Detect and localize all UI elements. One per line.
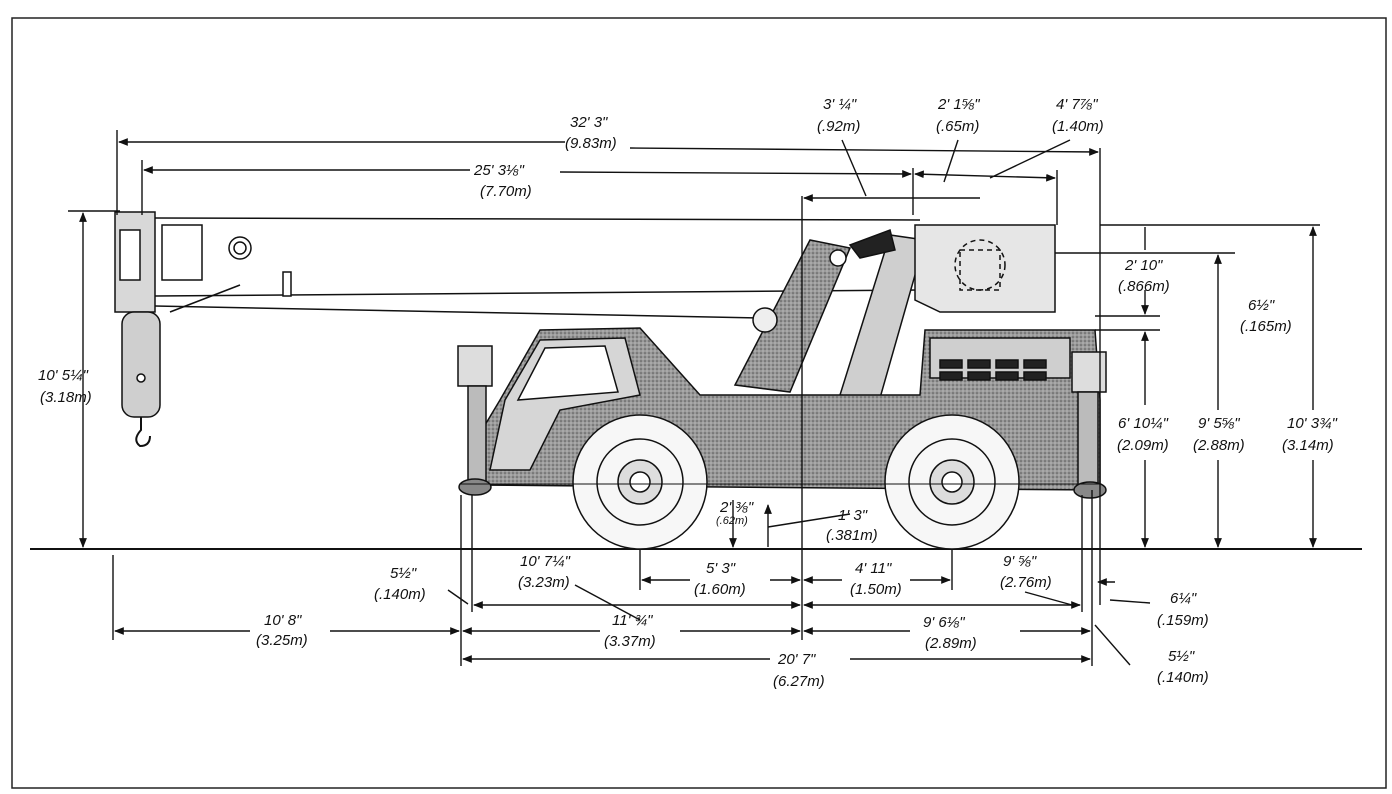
boom-pivot-imperial: 3' ¼" xyxy=(823,96,857,113)
boom-length-imperial: 25' 3⅛" xyxy=(473,162,525,179)
overall-length-imperial: 32' 3" xyxy=(570,114,608,131)
center-clearance-imperial: 1' 3" xyxy=(838,507,868,524)
overall-base-metric: (6.27m) xyxy=(773,673,825,690)
center-clearance-metric: (.381m) xyxy=(826,527,878,544)
rear-outrigger-offset-top-imperial: 6¼" xyxy=(1170,590,1197,607)
hook-block xyxy=(121,311,161,448)
boom-head-height-metric: (3.18m) xyxy=(40,389,92,406)
deck-gap-metric: (.165m) xyxy=(1240,318,1292,335)
rear-outrigger-offset-bottom-imperial: 5½" xyxy=(1168,648,1195,665)
axle-clearance-metric: (.62m) xyxy=(716,515,748,527)
front-outrigger-offset-metric: (.140m) xyxy=(374,586,426,603)
axle-clearance-imperial: 2' ⅜" xyxy=(719,499,754,516)
cab-height-imperial: 9' 5⅝" xyxy=(1198,415,1240,432)
counterweight xyxy=(914,224,1056,313)
deck-height-imperial: 6' 10¼" xyxy=(1118,415,1169,432)
front-outrigger-center-imperial: 11' ¾" xyxy=(612,612,653,629)
center-rear-imperial: 9' ⅝" xyxy=(1003,553,1037,570)
boom-head-height-imperial: 10' 5¼" xyxy=(38,367,89,384)
crane-illustration xyxy=(114,211,1107,550)
boom-overhang-imperial: 10' 8" xyxy=(264,612,302,629)
overall-base-imperial: 20' 7" xyxy=(777,651,816,668)
front-wheel-center-imperial: 5' 3" xyxy=(706,560,736,577)
front-outrigger xyxy=(457,345,493,496)
luffing-cylinder xyxy=(733,229,926,399)
cab-height-metric: (2.88m) xyxy=(1193,437,1245,454)
counterweight-height-metric: (.866m) xyxy=(1118,278,1170,295)
center-rear-outrigger-imperial: 9' 6⅛" xyxy=(923,614,965,631)
dimension-labels: 32' 3" (9.83m) 25' 3⅛" (7.70m) 3' ¼" (.9… xyxy=(38,96,1338,690)
rear-overhang-imperial: 4' 7⅞" xyxy=(1056,96,1098,113)
front-center-metric: (3.23m) xyxy=(518,574,570,591)
diagram-border xyxy=(11,17,1387,789)
boom-pivot-metric: (.92m) xyxy=(817,118,860,135)
rear-overhang-metric: (1.40m) xyxy=(1052,118,1104,135)
center-rear-outrigger-metric: (2.89m) xyxy=(925,635,977,652)
counterweight-height-imperial: 2' 10" xyxy=(1124,257,1163,274)
dimension-lines xyxy=(68,130,1320,666)
rear-wheel xyxy=(884,414,1020,550)
cab-top-metric: (.65m) xyxy=(936,118,979,135)
center-rear-wheel-imperial: 4' 11" xyxy=(855,560,892,577)
overall-length-metric: (9.83m) xyxy=(565,135,617,152)
front-outrigger-center-metric: (3.37m) xyxy=(604,633,656,650)
front-wheel-center-metric: (1.60m) xyxy=(694,581,746,598)
front-outrigger-offset-imperial: 5½" xyxy=(390,565,417,582)
rear-outrigger-offset-top-metric: (.159m) xyxy=(1157,612,1209,629)
deck-height-metric: (2.09m) xyxy=(1117,437,1169,454)
front-center-imperial: 10' 7¼" xyxy=(520,553,571,570)
boom-overhang-metric: (3.25m) xyxy=(256,632,308,649)
rear-outrigger-offset-bottom-metric: (.140m) xyxy=(1157,669,1209,686)
boom-length-metric: (7.70m) xyxy=(480,183,532,200)
overall-height-imperial: 10' 3¾" xyxy=(1287,415,1338,432)
deck-gap-imperial: 6½" xyxy=(1248,297,1275,314)
center-rear-metric: (2.76m) xyxy=(1000,574,1052,591)
center-rear-wheel-metric: (1.50m) xyxy=(850,581,902,598)
front-wheel xyxy=(572,414,708,550)
cab-top-imperial: 2' 1⅝" xyxy=(937,96,980,113)
overall-height-metric: (3.14m) xyxy=(1282,437,1334,454)
